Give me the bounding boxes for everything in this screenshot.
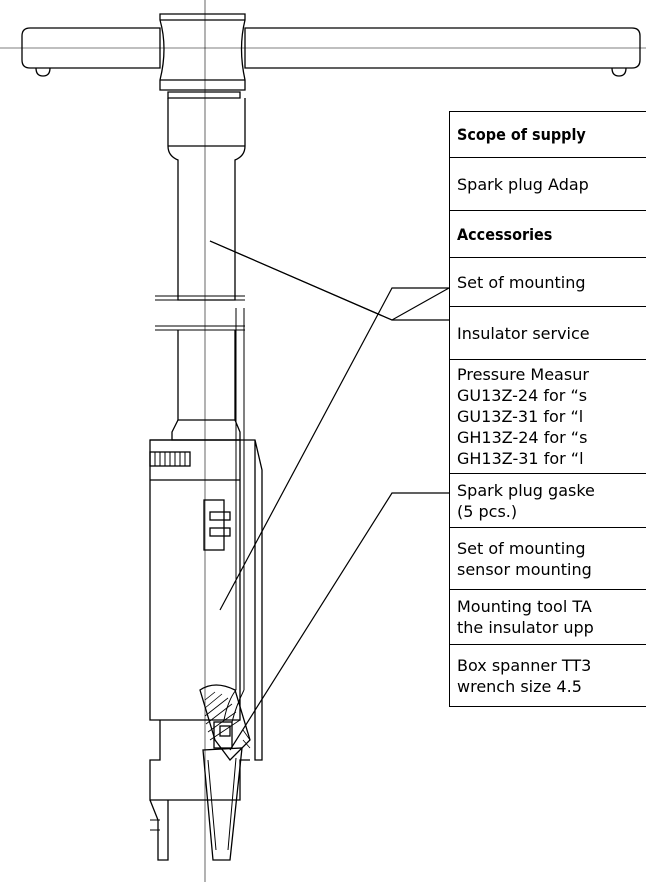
cell-line: Pressure Measur — [457, 365, 589, 384]
cell-line: GU13Z-24 for “s — [457, 386, 588, 405]
table-section-header: Accessories — [449, 210, 646, 258]
cell-line: Scope of supply — [457, 125, 586, 144]
table-cell: Spark plug gaske(5 pcs.) — [449, 473, 646, 528]
extension-shaft — [155, 91, 246, 441]
cell-line: Spark plug gaske — [457, 480, 595, 500]
table-cell: Mounting tool TA the insulator upp — [449, 589, 646, 645]
table-cell: Spark plug Adap — [449, 157, 646, 211]
table-cell: Set of mounting — [449, 257, 646, 307]
cell-line: Set of mounting — [457, 538, 586, 558]
table-row: Accessories — [449, 210, 646, 258]
table-row: Insulator service — [449, 306, 646, 360]
cell-line: GH13Z-31 for “l — [457, 449, 584, 468]
table-section-header: Scope of supply — [449, 111, 646, 158]
cell-line: GU13Z-31 for “l — [457, 407, 584, 426]
adapter-body — [149, 308, 263, 861]
t-handle — [21, 13, 641, 91]
table-row: Scope of supply — [449, 111, 646, 158]
cell-line: wrench size 4.5 — [457, 676, 582, 696]
cell-line: Spark plug Adap — [457, 174, 589, 194]
cell-line: Box spanner TT3 — [457, 655, 592, 675]
cell-line: GH13Z-24 for “s — [457, 428, 588, 447]
table-row: Set of mounting — [449, 257, 646, 307]
leader-lines — [209, 240, 450, 751]
table-row: Spark plug gaske(5 pcs.) — [449, 473, 646, 528]
table-row: Mounting tool TA the insulator upp — [449, 589, 646, 645]
cell-line: Accessories — [457, 224, 553, 244]
cell-line: sensor mounting — [457, 559, 592, 579]
table-cell: Insulator service — [449, 306, 646, 360]
cell-line: Mounting tool TA — [457, 597, 592, 616]
table-row: Spark plug Adap — [449, 157, 646, 211]
cell-line: the insulator upp — [457, 618, 594, 637]
cell-line: (5 pcs.) — [457, 501, 518, 521]
cell-line: Set of mounting — [457, 272, 586, 292]
cell-line: Insulator service — [457, 323, 590, 343]
